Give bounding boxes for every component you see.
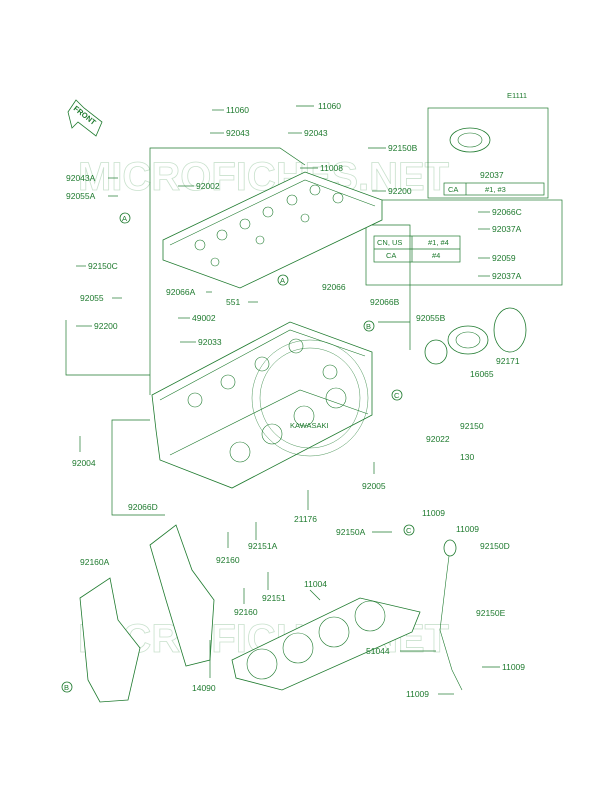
part-label: 14090: [192, 683, 216, 693]
part-label: 11009: [406, 689, 429, 699]
part-label: 11004: [304, 579, 327, 589]
svg-text:CN, US: CN, US: [377, 238, 402, 247]
leader-lines: [76, 105, 500, 695]
part-label: 92150B: [388, 143, 418, 153]
assembly-brackets: [65, 107, 563, 516]
part-label: 49002: [192, 313, 216, 323]
part-label: 92043A: [66, 173, 96, 183]
part-label: 11009: [502, 662, 525, 672]
part-label: 92150C: [88, 261, 118, 271]
part-label: 92055B: [416, 313, 446, 323]
svg-text:A: A: [122, 214, 127, 223]
svg-text:CA: CA: [448, 185, 458, 194]
part-label: 92002: [196, 181, 220, 191]
head-gasket: [231, 597, 421, 691]
part-label: 92151: [262, 593, 286, 603]
part-label: 92066: [322, 282, 346, 292]
part-label: 92200: [94, 321, 118, 331]
part-label: 92066A: [166, 287, 196, 297]
part-label: 11009: [456, 524, 479, 534]
part-label: 92150D: [480, 541, 510, 551]
part-label: 11009: [422, 508, 445, 518]
part-label: 92055: [80, 293, 104, 303]
svg-text:CA: CA: [386, 251, 396, 260]
part-label: 92005: [362, 481, 386, 491]
part-label: 92151A: [248, 541, 278, 551]
part-label: 92150E: [476, 608, 506, 618]
part-label: 551: [226, 297, 240, 307]
part-label: 51044: [366, 646, 390, 656]
reference-markers: A A B C C B: [61, 212, 415, 693]
table-92037: CA #1, #3: [443, 182, 545, 196]
oil-pipe: [439, 539, 463, 691]
svg-text:A: A: [280, 276, 285, 285]
cylinder-head: KAWASAKI: [151, 321, 373, 489]
front-arrow-icon: FRONT: [67, 99, 103, 137]
svg-text:C: C: [394, 391, 400, 400]
svg-text:B: B: [64, 683, 69, 692]
part-label: 92037A: [492, 271, 522, 281]
svg-text:C: C: [406, 526, 412, 535]
svg-text:#1, #3: #1, #3: [485, 185, 506, 194]
svg-text:#4: #4: [432, 251, 440, 260]
table-vent: CN, US #1, #4 CA #4: [373, 235, 461, 263]
part-labels: 11060 11060 92043 92043 92150B 11008 920…: [66, 101, 525, 699]
part-label: 92066B: [370, 297, 400, 307]
part-label: 92150: [460, 421, 484, 431]
kawasaki-seal-icon: [251, 339, 369, 457]
part-label: 11008: [320, 163, 343, 173]
chain-guides: [79, 524, 215, 703]
svg-text:#1, #4: #1, #4: [428, 238, 449, 247]
part-label: 16065: [470, 369, 494, 379]
part-label: 92004: [72, 458, 96, 468]
figure-code: E1111: [507, 91, 527, 100]
part-label: 92037A: [492, 224, 522, 234]
part-label: 92055A: [66, 191, 96, 201]
part-label: 92022: [426, 434, 450, 444]
part-label: 92037: [480, 170, 504, 180]
svg-text:KAWASAKI: KAWASAKI: [290, 421, 329, 430]
part-label: 92171: [496, 356, 520, 366]
part-label: 92033: [198, 337, 222, 347]
svg-text:B: B: [366, 322, 371, 331]
part-label: 92059: [492, 253, 516, 263]
part-label: 92043: [226, 128, 250, 138]
part-label: 92066D: [128, 502, 158, 512]
valve-cover: [162, 171, 383, 289]
part-label: 92160: [216, 555, 240, 565]
part-label: 92200: [388, 186, 412, 196]
part-label: 21176: [294, 514, 317, 524]
part-label: 130: [460, 452, 474, 462]
part-label: 92066C: [492, 207, 522, 217]
holders: [424, 127, 527, 365]
part-label: 92160: [234, 607, 258, 617]
part-label: 11060: [318, 101, 341, 111]
part-label: 92160A: [80, 557, 110, 567]
part-label: 92150A: [336, 527, 366, 537]
part-label: 11060: [226, 105, 249, 115]
part-label: 92043: [304, 128, 328, 138]
